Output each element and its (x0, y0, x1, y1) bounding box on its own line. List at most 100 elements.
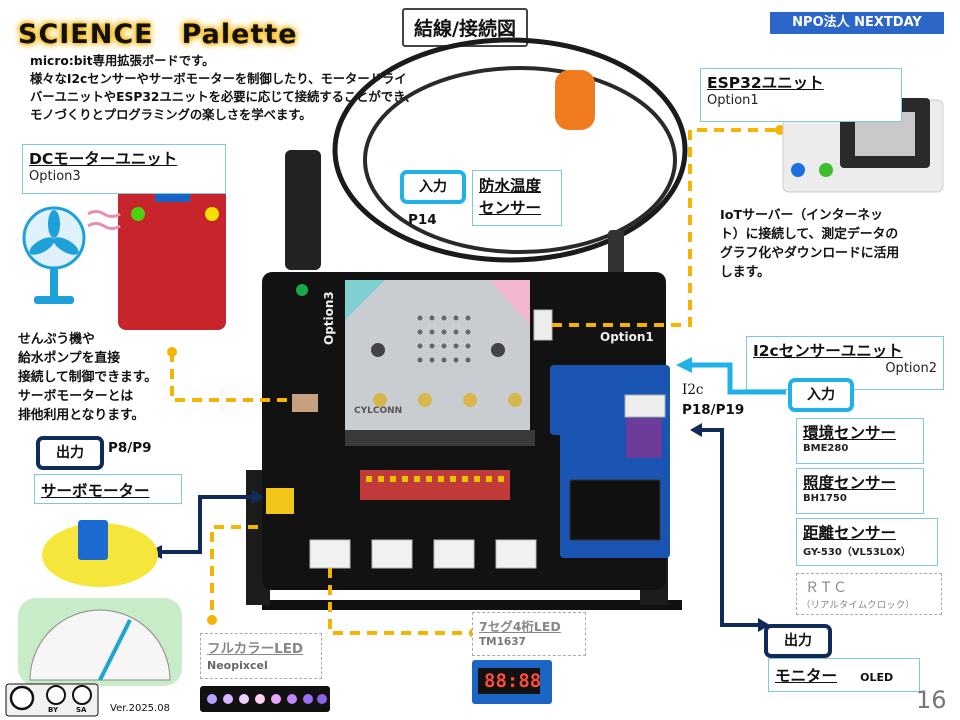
intro-line: 様々なI2cセンサーやサーボモーターを制御したり、モータードライ (30, 72, 407, 86)
oled-screen (569, 479, 661, 541)
sensor-plug (285, 150, 321, 270)
by-icon (46, 685, 66, 705)
dc-motor-note: せんぷう機や 給水ポンプを直接 接続して制御できます。 サーボモーターとは 排他… (18, 330, 157, 425)
cc-icon (9, 685, 35, 711)
rtc-box: ＲＴＣ （リアルタイムクロック） (796, 573, 942, 615)
page-title: SCIENCE Palette (18, 19, 298, 50)
note-line: 給水ポンプを直接 (18, 351, 120, 366)
sensor-probe (608, 230, 624, 280)
microbit-button (371, 343, 385, 357)
dc-motor-title-box: DCモーターユニット Option3 (22, 144, 226, 194)
dc-motor-title: DCモーターユニット (29, 150, 178, 168)
i2c-title: I2cセンサーユニット (753, 342, 903, 360)
i2c-title-box: I2cセンサーユニット Option2 (746, 336, 944, 390)
monitor-output-badge: 出力 (764, 624, 832, 658)
fullcolor-box: フルカラーLED Neopixcel (200, 633, 322, 679)
org-badge: NPO法人 NEXTDAY (770, 12, 944, 34)
wire-fullcolor (210, 525, 258, 620)
water-temp-title: 防水温度 (479, 177, 542, 195)
led-green (819, 163, 833, 177)
seg7-model: TM1637 (479, 636, 526, 648)
note-line: します。 (720, 265, 770, 280)
seg7-box: 7セグ4桁LED TM1637 (472, 612, 586, 656)
grove-connector (495, 539, 537, 569)
option3-header (292, 394, 318, 412)
note-line: 接続して制御できます。 (18, 370, 158, 385)
rtc-title: ＲＴＣ (805, 580, 847, 596)
servo-header (266, 488, 294, 514)
gpio-header (360, 470, 510, 500)
seg7-display (478, 668, 540, 694)
i2c-label: I2c (682, 382, 704, 398)
seg7-value: 88:88 (484, 670, 542, 692)
monitor-model: OLED (860, 671, 894, 684)
led-green (131, 207, 145, 221)
i2c-sub: Option2 (885, 361, 937, 376)
seg7-title: 7セグ4桁LED (479, 619, 561, 634)
esp32-title: ESP32ユニット (707, 74, 824, 92)
sensor-cable (332, 37, 688, 263)
neopixel-leds (207, 694, 327, 704)
water-temp-input-badge: 入力 (400, 170, 466, 204)
wire-servo (160, 495, 258, 554)
gy530-module (626, 418, 662, 458)
water-temp-title-box: 防水温度 センサー (472, 170, 562, 226)
wire-monitor (696, 428, 762, 627)
sa-icon (72, 685, 92, 705)
microbit (345, 280, 530, 440)
note-line: サーボモーターとは (18, 389, 134, 404)
board-label-option1: Option1 (600, 330, 654, 344)
edge-pins (373, 393, 522, 407)
grove-connector (433, 539, 475, 569)
light-sensor-box: 照度センサー BH1750 (796, 468, 924, 514)
arrow-head (252, 490, 264, 504)
intro-line: モノづくりとプログラミングの楽しさを学べます。 (30, 108, 312, 122)
note-line: グラフ化やダウンロードに活用 (720, 246, 900, 261)
page-number: 16 (916, 686, 947, 714)
license-sa: SA (76, 706, 87, 714)
fan-icon (22, 206, 121, 304)
env-sensor-box: 環境センサー BME280 (796, 418, 924, 464)
sensor-cable (363, 66, 677, 254)
sensor-model: BME280 (803, 443, 849, 454)
intro-line: バーユニットやESP32ユニットを必要に応じて接続することができ、 (30, 90, 417, 104)
servo-body (78, 520, 108, 560)
board-brand: CYLCONN (354, 406, 403, 416)
grove-connector (309, 539, 351, 569)
esp32-note: IoTサーバー（インターネッ ト）に接続して、測定データの グラフ化やダウンロー… (720, 206, 899, 282)
i2c-arrow (690, 362, 786, 395)
board-base (262, 600, 682, 610)
option1-header (533, 309, 553, 341)
sensor-model: GY-530（VL53L0X） (803, 547, 911, 558)
microbit-corner (490, 280, 530, 325)
board-label-option3: Option3 (322, 291, 336, 345)
led-blue (791, 163, 805, 177)
gpio-pins (366, 476, 504, 482)
i2c-input-badge: 入力 (788, 378, 854, 412)
sensor-name: 環境センサー (803, 424, 897, 442)
edge-connector (345, 430, 535, 446)
license-by: BY (48, 706, 59, 714)
i2c-connector (624, 394, 666, 418)
led-green (296, 284, 308, 296)
grove-connector (371, 539, 413, 569)
fullcolor-title: フルカラーLED (207, 641, 304, 657)
dot-fullcolor (207, 615, 217, 625)
monitor-title: モニター (775, 667, 838, 685)
distance-sensor-box: 距離センサー GY-530（VL53L0X） (796, 518, 938, 566)
dc-motor-sub: Option3 (29, 169, 81, 184)
servo-title-box: サーボモーター (34, 474, 182, 504)
servo-title: サーボモーター (41, 482, 150, 500)
arrow-head (758, 618, 770, 632)
arrow-head (676, 357, 692, 373)
note-line: 排他利用となります。 (18, 408, 145, 423)
water-temp-pin: P14 (408, 212, 437, 228)
esp32-sub: Option1 (707, 93, 759, 108)
led-matrix (417, 315, 471, 363)
version-label: Ver.2025.08 (110, 703, 170, 714)
led-yellow (205, 207, 219, 221)
note-line: ト）に接続して、測定データの (720, 227, 899, 242)
sensor-name: 距離センサー (803, 524, 897, 542)
rtc-sub: （リアルタイムクロック） (801, 600, 915, 611)
